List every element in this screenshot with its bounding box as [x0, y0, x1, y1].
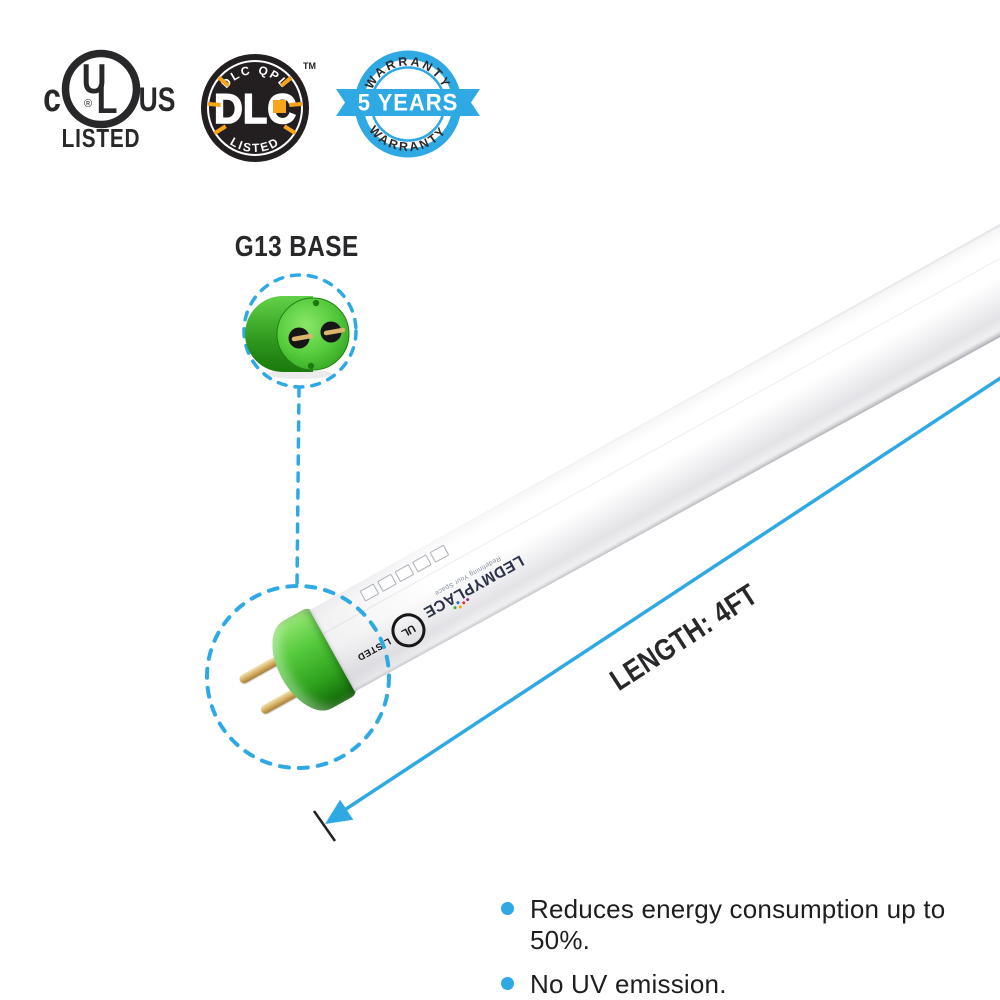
warranty-arc-top: WARRANTY [362, 54, 454, 91]
warranty-ribbon-text: 5 YEARS [358, 89, 458, 116]
g13-base-shadow [268, 369, 332, 379]
warranty-ring-icon [354, 50, 462, 158]
g13-screw-hole-top [312, 299, 320, 307]
dimension-tick-icon [312, 810, 337, 842]
feature-item-uv: No UV emission. [501, 969, 1000, 1000]
dlc-arc-top: DLC QPL [218, 63, 291, 91]
g13-base-graphic [245, 296, 350, 379]
g13-pin-left-icon [291, 333, 314, 342]
g13-pin-right-icon [323, 327, 346, 336]
dlc-arc-bottom: LISTED [228, 134, 282, 155]
warranty-arc-bottom-text: WARRANTY [366, 123, 447, 154]
warranty-ribbon-icon [336, 89, 480, 116]
ul-badge-c: c [43, 75, 61, 120]
dlc-arc-top-text: DLC QPL [218, 63, 289, 91]
ul-badge-u: U [82, 56, 107, 103]
g13-callout-circle-icon [242, 273, 358, 389]
ul-badge-circle-icon [61, 49, 141, 129]
g13-base-barrel [283, 296, 313, 372]
dlc-badge-ring-icon [207, 60, 303, 156]
g13-base-label-text: G13 BASE [235, 231, 359, 263]
g13-pin-hole-right [320, 321, 342, 343]
g13-base-face [276, 297, 350, 371]
dlc-badge-circle-icon [201, 54, 309, 162]
ul-badge-listed: LISTED [62, 124, 141, 153]
tube-ul-listed-text: LISTED [355, 635, 393, 664]
warranty-arc-top-text: WARRANTY [362, 54, 451, 91]
dimension-arrow-icon [325, 799, 354, 824]
length-label-text: LENGTH: 4FT [604, 578, 764, 698]
feature-list: Reduces energy consumption up to 50%. No… [501, 894, 1000, 1000]
ul-badge-registered: ® [84, 98, 92, 110]
feature-text-energy: Reduces energy consumption up to 50%. [530, 894, 946, 955]
dlc-yellow-dashes-icon [207, 75, 303, 135]
warranty-badge: WARRANTY WARRANTY 5 YEARS [336, 50, 480, 158]
dlc-yellow-square-icon [273, 100, 286, 113]
length-label: LENGTH: 4FT [591, 575, 769, 707]
dlc-badge-name: DLC [214, 85, 296, 132]
dlc-badge: DLC QPL LISTED DLC TM [201, 54, 316, 162]
dlc-tm: TM [303, 61, 316, 71]
g13-base-label: G13 BASE [212, 231, 382, 264]
feature-item-energy: Reduces energy consumption up to 50%. [501, 894, 1000, 956]
bullet-dot-icon [501, 902, 514, 915]
ul-badge-l: L [96, 76, 117, 123]
g13-pin-hole-left [288, 327, 310, 349]
ul-listed-badge: U L ® c US LISTED [43, 49, 176, 153]
ul-badge-us: US [139, 81, 176, 119]
warranty-arc-bottom: WARRANTY [366, 123, 449, 154]
feature-text-uv: No UV emission. [530, 969, 727, 999]
g13-screw-hole-bottom [307, 362, 315, 370]
dlc-arc-bottom-text: LISTED [228, 134, 280, 155]
callout-connector-line-icon [295, 386, 301, 587]
warranty-inner-ring-icon [370, 66, 446, 142]
bullet-dot-icon [501, 977, 514, 990]
g13-base-side [245, 296, 321, 372]
